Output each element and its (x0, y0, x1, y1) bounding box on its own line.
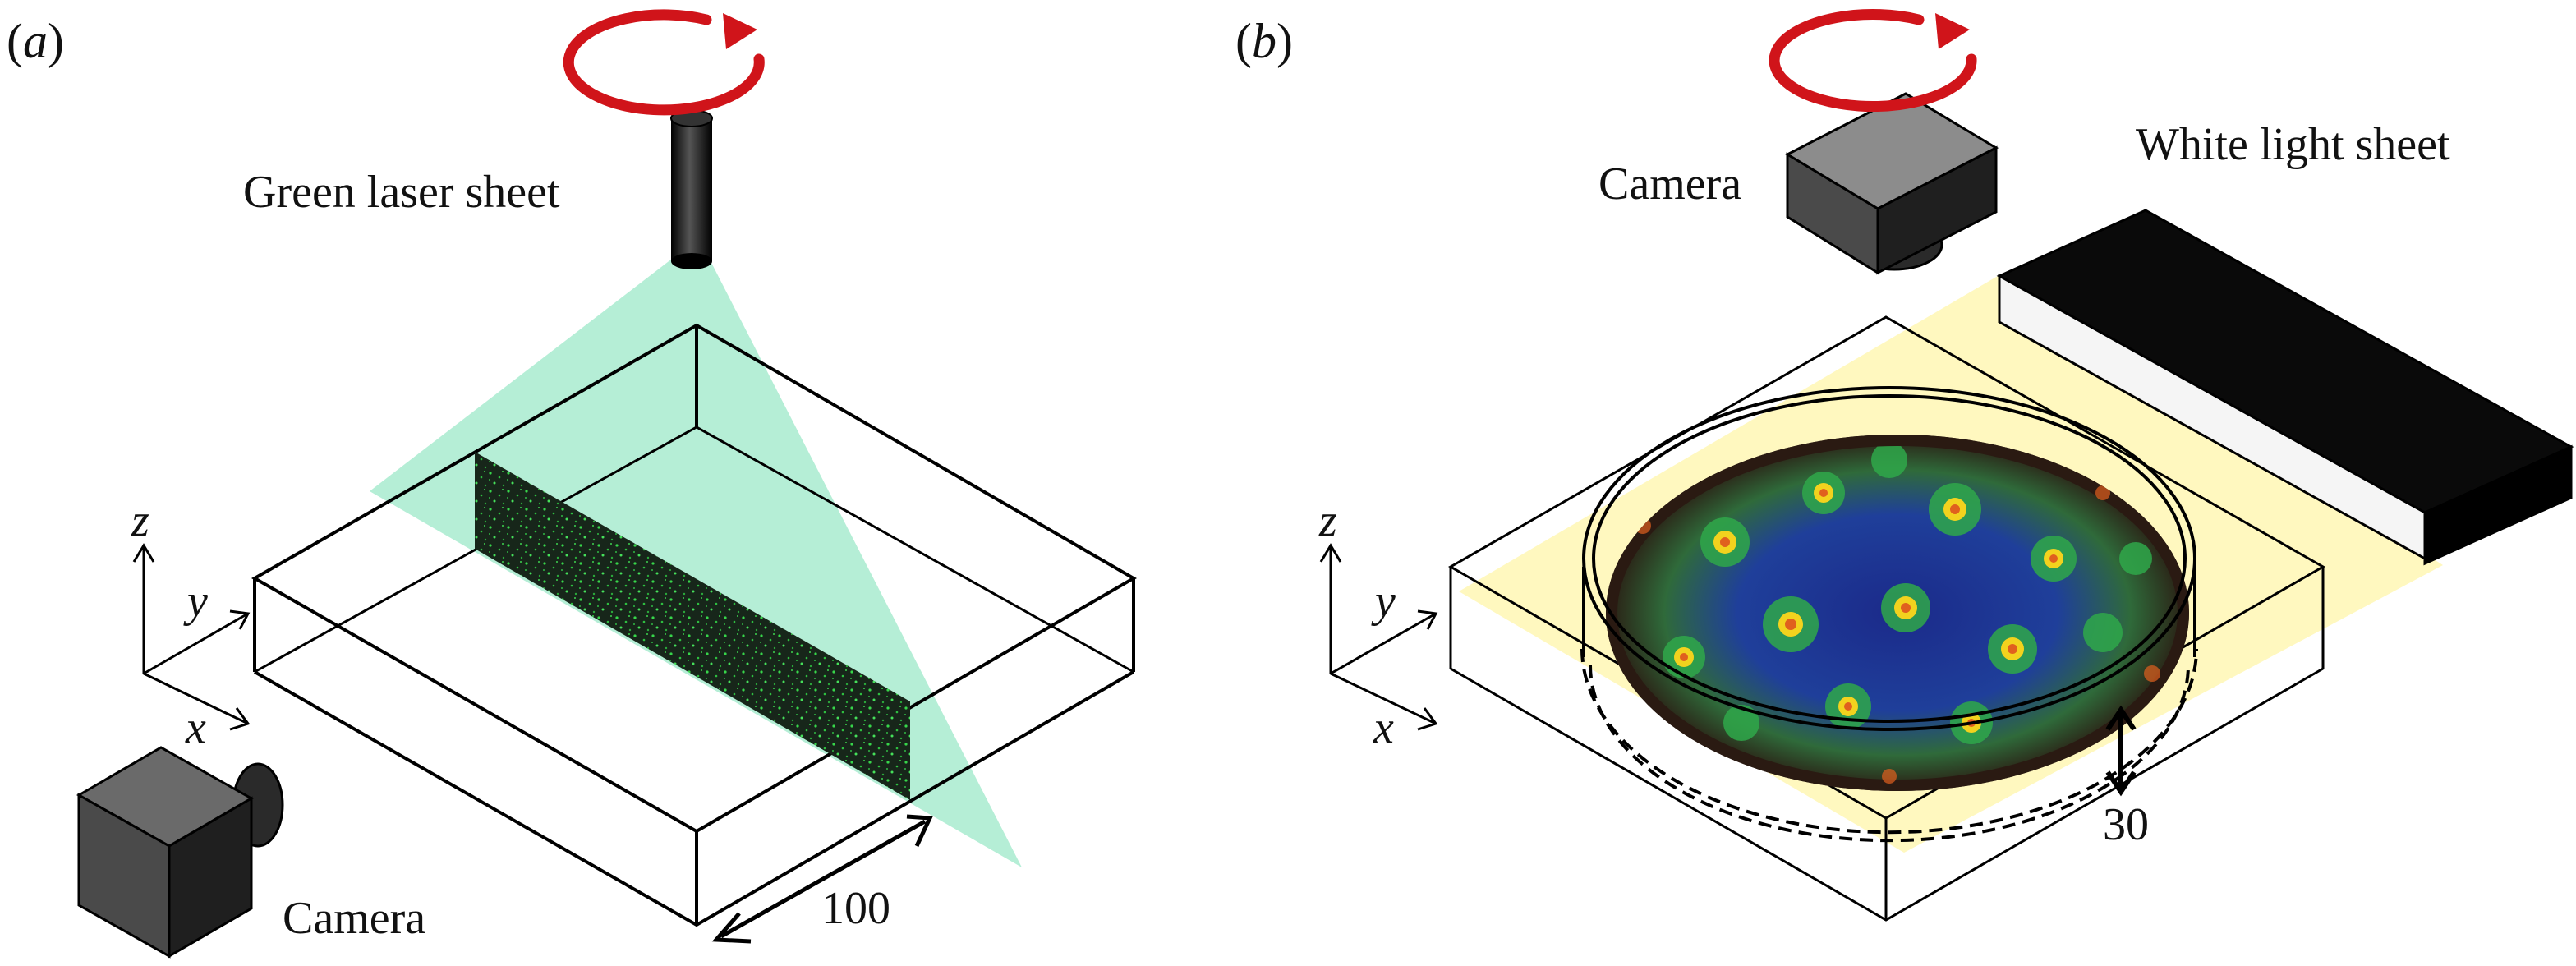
pattern-spots (1606, 435, 2189, 791)
upper-cylinder-rim (1582, 386, 2196, 731)
camera-b-icon (1784, 92, 1999, 275)
dimension-100-label: 100 (821, 883, 890, 934)
axis-y-label-a: y (183, 576, 208, 627)
dimension-arrow-100 (711, 814, 933, 944)
white-light-source (1996, 209, 2574, 566)
tank-a (251, 323, 1137, 927)
axes-a (132, 543, 251, 731)
camera-a-icon (76, 746, 284, 959)
axis-x-label-a: x (185, 702, 206, 753)
camera-b-label: Camera (1598, 159, 1741, 209)
axis-z-label-b: z (1318, 495, 1337, 546)
camera-a-label: Camera (283, 893, 426, 944)
panel-b: (b) (1235, 9, 2574, 922)
dimension-arrow-30 (2105, 705, 2137, 797)
flow-pattern-disk (1606, 435, 2189, 791)
panel-a: (a) Green laser sheet (7, 9, 1137, 959)
particle-measurement-plane (475, 452, 910, 800)
panel-a-label: (a) (7, 14, 64, 68)
axis-x-label-b: x (1373, 702, 1394, 753)
rotation-arrow-b-icon (1769, 9, 1977, 113)
laser-source (670, 109, 713, 269)
axis-z-label-a: z (131, 495, 150, 546)
white-light-sheet-label: White light sheet (2136, 119, 2450, 170)
lower-cylinder-rim (1580, 648, 2198, 843)
rotation-arrow-a-icon (563, 9, 765, 116)
dimension-30-label: 30 (2103, 799, 2149, 850)
panel-b-label: (b) (1235, 14, 1293, 68)
axes-b (1319, 543, 1438, 731)
green-laser-sheet-label: Green laser sheet (243, 167, 560, 218)
axis-y-label-b: y (1371, 576, 1396, 627)
